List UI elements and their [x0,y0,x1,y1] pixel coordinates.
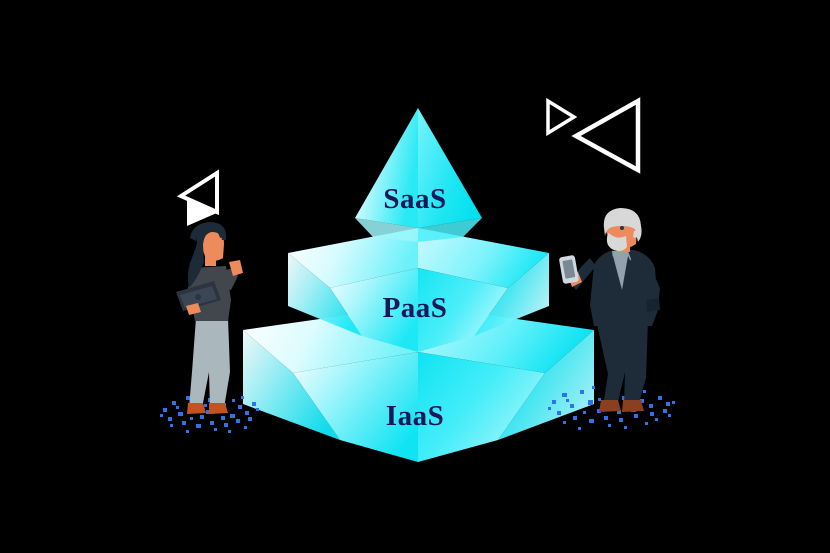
triangle-filled-right-icon [187,198,219,226]
triangle-outline-large-left-icon [571,97,641,174]
person-left-woman [176,222,243,414]
triangle-outline-small-right-icon [546,97,578,137]
person-right-man [559,208,660,412]
pyramid-layer-iaas[interactable] [243,305,594,462]
pyramid-layer-saas[interactable] [355,108,482,242]
decoration-triangles [176,97,641,226]
pyramid-layer-paas[interactable] [288,228,549,352]
